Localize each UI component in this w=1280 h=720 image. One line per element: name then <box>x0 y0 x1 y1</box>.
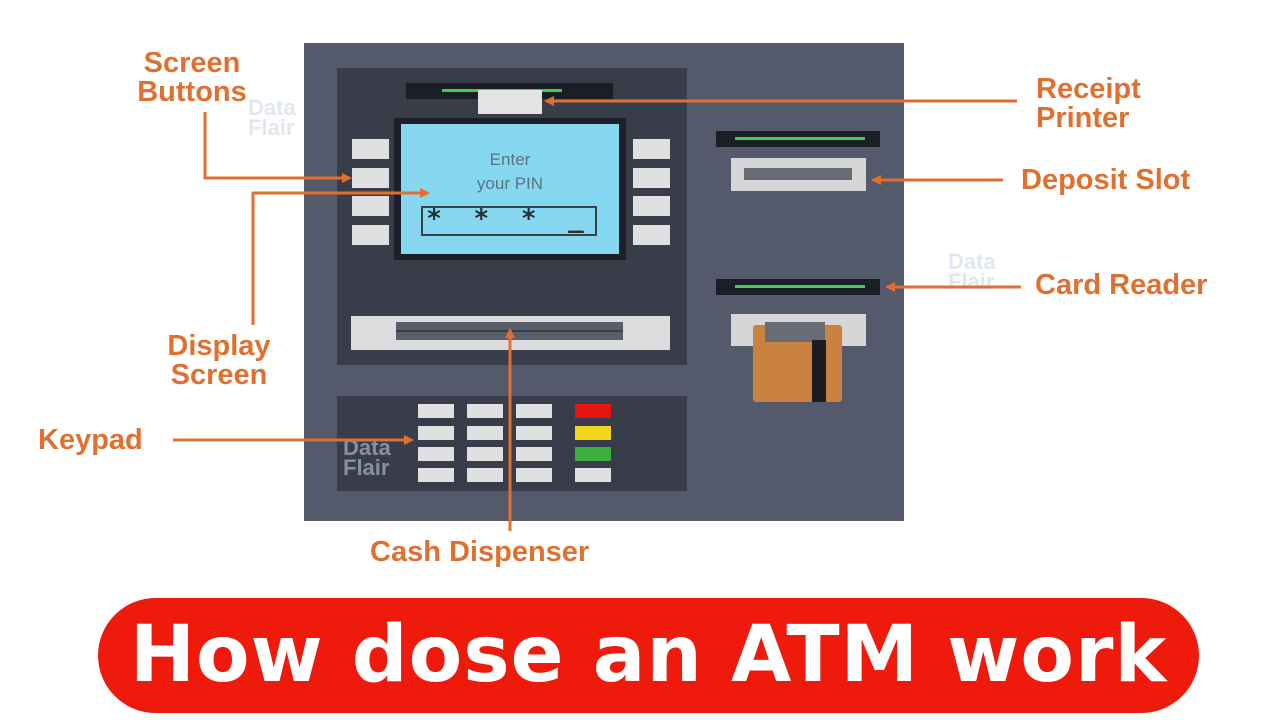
receipt-paper <box>478 90 542 114</box>
screen-button-right-2 <box>633 168 670 188</box>
label-receipt-printer: Receipt Printer <box>1036 75 1141 133</box>
clear-key-yellow <box>575 426 611 440</box>
screen-line-enter: Enter <box>489 150 531 169</box>
arrow-display-screen <box>251 188 430 325</box>
keypad-key <box>467 404 503 418</box>
screen-button-right-1 <box>633 139 670 159</box>
label-cash-dispenser: Cash Dispenser <box>370 536 590 568</box>
label-line: Buttons <box>137 76 247 108</box>
keypad-key <box>418 447 454 461</box>
watermark-text: Flair <box>248 115 295 140</box>
blank-key <box>575 468 611 482</box>
label-card-reader: Card Reader <box>1035 269 1208 301</box>
label-line: Receipt <box>1036 73 1141 105</box>
label-keypad: Keypad <box>38 424 143 456</box>
keypad-key <box>418 426 454 440</box>
screen-line-pin-prompt: your PIN <box>476 174 544 193</box>
card-magnetic-stripe <box>812 340 826 402</box>
watermark-text: Data <box>948 249 996 274</box>
label-line: Screen <box>170 359 268 391</box>
keypad-key <box>516 468 552 482</box>
cancel-key-red <box>575 404 611 418</box>
keypad-key <box>418 468 454 482</box>
screen-button-right-4 <box>633 225 670 245</box>
card-reader-opening <box>765 322 825 342</box>
pin-entry: * * * _ <box>426 204 592 234</box>
keypad-panel <box>337 396 687 491</box>
deposit-slot-opening <box>744 168 852 180</box>
screen-button-left-1 <box>352 139 389 159</box>
deposit-indicator-light <box>735 137 865 140</box>
card-reader-indicator-light <box>735 285 865 288</box>
screen-button-right-3 <box>633 196 670 216</box>
display-screen <box>401 124 619 254</box>
keypad-key <box>516 447 552 461</box>
label-line: Display <box>167 330 271 362</box>
label-display-screen: Display Screen <box>152 332 286 390</box>
screen-button-left-4 <box>352 225 389 245</box>
watermark-text: Data <box>343 435 391 460</box>
watermark-logo: Data Flair <box>248 95 296 140</box>
arrow-screen-buttons <box>203 112 352 183</box>
watermark-text: Flair <box>343 455 390 480</box>
watermark-text: Data <box>248 95 296 120</box>
title-banner-text: How dose an ATM work <box>129 610 1168 700</box>
keypad-key <box>516 404 552 418</box>
label-line: Printer <box>1036 102 1130 134</box>
keypad-key <box>467 468 503 482</box>
watermark-logo: Data Flair <box>343 435 391 480</box>
enter-key-green <box>575 447 611 461</box>
keypad-key <box>467 426 503 440</box>
keypad-key <box>467 447 503 461</box>
keypad-key <box>516 426 552 440</box>
title-banner <box>98 598 1199 713</box>
label-deposit-slot: Deposit Slot <box>1021 164 1191 196</box>
screen-button-left-3 <box>352 196 389 216</box>
screen-button-left-2 <box>352 168 389 188</box>
label-screen-buttons: Screen Buttons <box>122 49 262 107</box>
pin-input-box <box>421 206 597 236</box>
keypad-key <box>418 404 454 418</box>
label-line: Screen <box>143 47 241 79</box>
